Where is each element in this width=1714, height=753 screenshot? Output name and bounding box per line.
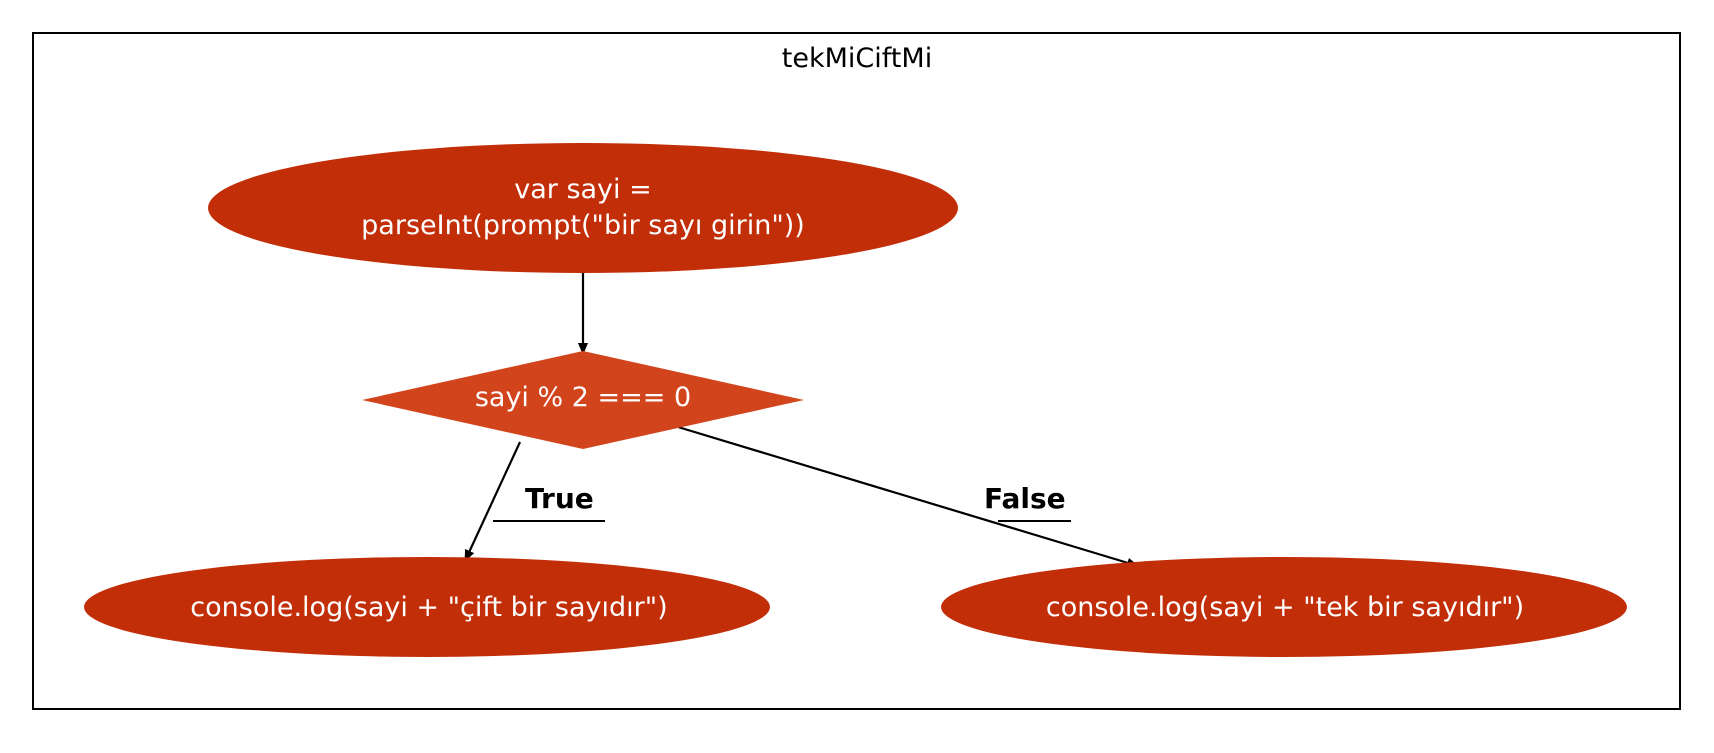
even-output-node-shape bbox=[84, 557, 770, 657]
edge-condition-to-even bbox=[464, 441, 521, 562]
edge-label-true: True bbox=[525, 482, 594, 515]
condition-node-shape bbox=[362, 351, 804, 449]
edge-condition-to-odd bbox=[677, 425, 1139, 568]
edge-label-false: False bbox=[984, 482, 1066, 515]
start-node-line2: parseInt(prompt("bir sayı girin")) bbox=[361, 210, 805, 241]
odd-output-node-shape bbox=[941, 557, 1627, 657]
even-output-node-label: console.log(sayi + "çift bir sayıdır") bbox=[190, 592, 667, 623]
start-node-line1: var sayi = bbox=[514, 174, 652, 205]
odd-output-node-label: console.log(sayi + "tek bir sayıdır") bbox=[1046, 592, 1524, 623]
cluster-title: tekMiCiftMi bbox=[782, 43, 932, 74]
even-output-node: console.log(sayi + "çift bir sayıdır") bbox=[84, 557, 770, 657]
cluster-border bbox=[32, 32, 1681, 710]
start-node: var sayi = parseInt(prompt("bir sayı gir… bbox=[208, 143, 958, 273]
odd-output-node: console.log(sayi + "tek bir sayıdır") bbox=[941, 557, 1627, 657]
start-node-shape bbox=[208, 143, 958, 273]
condition-node-label: sayi % 2 === 0 bbox=[475, 382, 691, 413]
condition-node: sayi % 2 === 0 bbox=[362, 351, 804, 449]
